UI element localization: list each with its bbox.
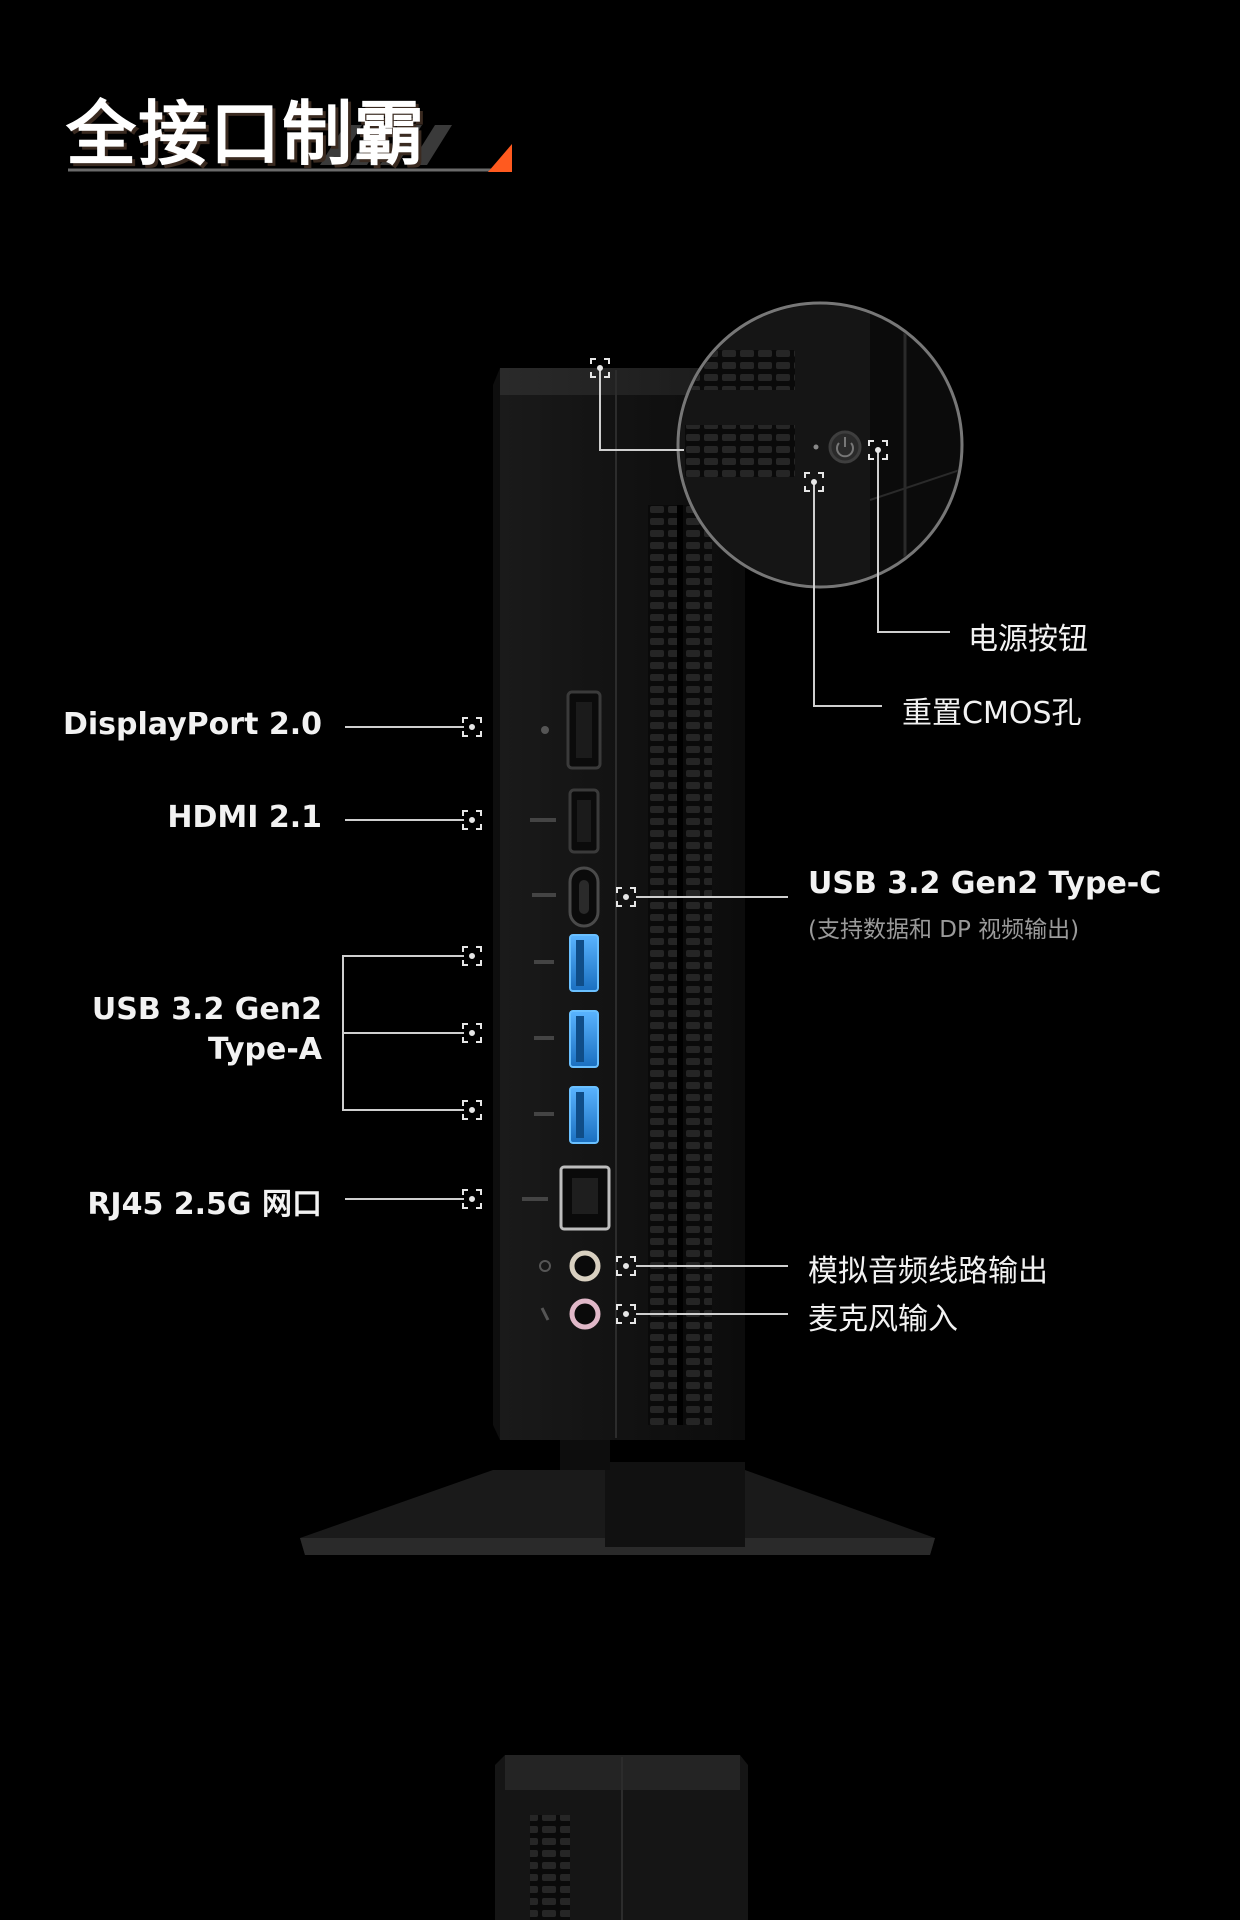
zoom-detail-circle [676,301,964,589]
focus-target-icon [462,717,482,737]
mini-pc-bottom-preview [495,1755,748,1920]
page-title: 全接口制霸 [66,93,426,175]
focus-target-icon [804,472,824,492]
focus-target-icon [616,887,636,907]
label-displayport: DisplayPort 2.0 [63,707,322,742]
label-hdmi: HDMI 2.1 [167,800,322,835]
label-usb-c-note: (支持数据和 DP 视频输出) [808,917,1080,943]
focus-target-icon [616,1256,636,1276]
port-panel [522,690,611,1330]
focus-target-icon [462,1023,482,1043]
label-mic-in: 麦克风输入 [808,1302,958,1337]
focus-target-icon [462,1100,482,1120]
label-usb-a: USB 3.2 Gen2 Type-A [92,990,322,1070]
audio-out-jack [569,1250,601,1282]
callout-lines [342,368,950,1315]
label-usb-a-line2: Type-A [208,1032,322,1067]
title-decoration [68,125,512,172]
label-power-button: 电源按钮 [968,622,1088,657]
label-rj45: RJ45 2.5G 网口 [87,1187,322,1222]
focus-target-icon [868,440,888,460]
label-reset-cmos: 重置CMOS孔 [902,696,1082,731]
mini-pc-chassis [493,368,745,1440]
focus-target-icon [590,358,610,378]
label-usb-c: USB 3.2 Gen2 Type-C [808,866,1162,901]
focus-target-icon [462,1189,482,1209]
chassis-stand [300,1440,935,1555]
focus-target-icon [462,946,482,966]
focus-target-icons [462,358,888,1324]
label-audio-out: 模拟音频线路输出 [808,1254,1048,1289]
focus-target-icon [616,1304,636,1324]
focus-target-icon [462,810,482,830]
mic-in-jack [569,1298,601,1330]
label-usb-a-line1: USB 3.2 Gen2 [91,992,322,1027]
